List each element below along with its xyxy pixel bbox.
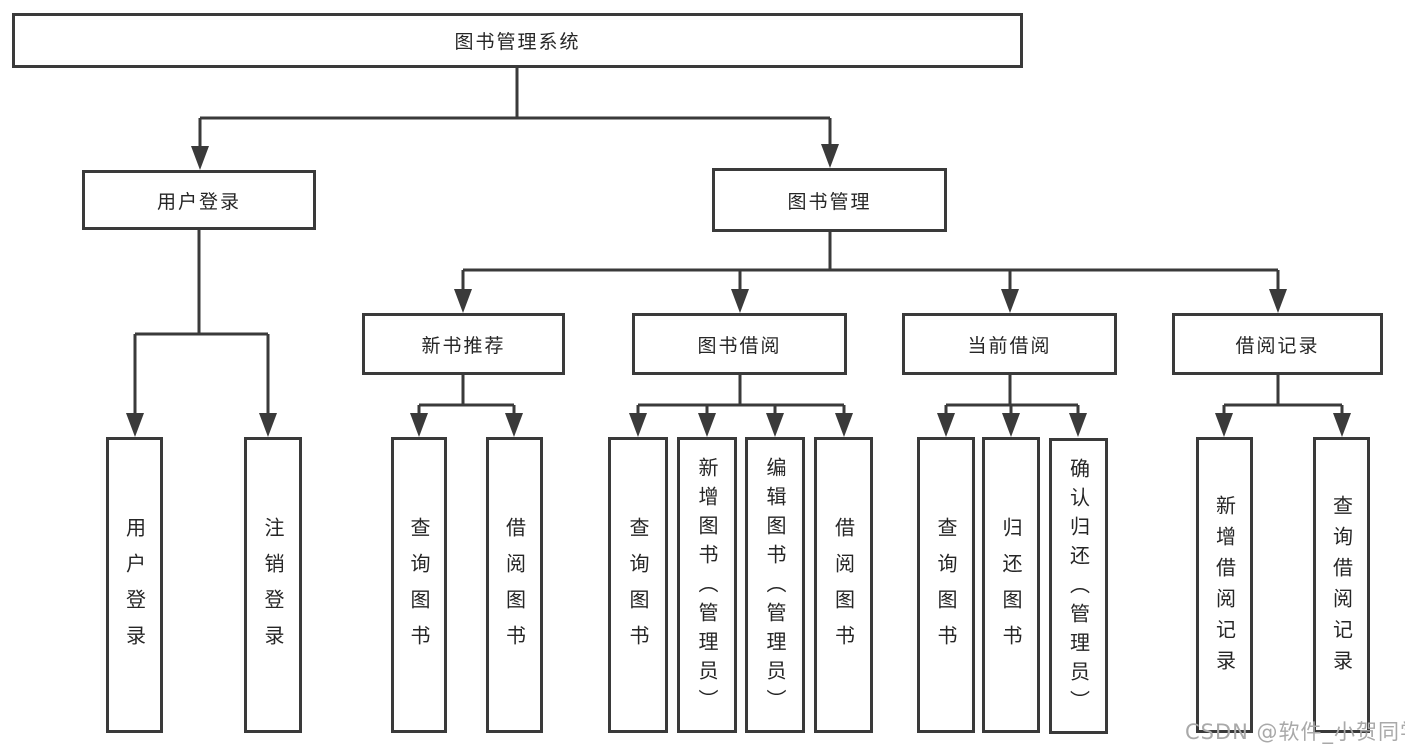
node-library-management-system: 图书管理系统 [12, 13, 1023, 68]
arrowhead-icon [454, 289, 472, 313]
arrowhead-icon [505, 413, 523, 437]
node-label: 确认归还（管理员） [1066, 457, 1091, 719]
arrowheads [126, 144, 1351, 437]
csdn-watermark: CSDN @软件_小贺同学 [1185, 720, 1405, 744]
arrowhead-icon [821, 144, 839, 168]
node-label: 查询借阅记录 [1329, 494, 1354, 681]
node-label: 用户登录 [122, 517, 147, 661]
leaf-logout: 注销登录 [244, 437, 302, 733]
arrowhead-icon [937, 413, 955, 437]
node-label: 用户登录 [156, 190, 241, 213]
leaf-query-borrow-record: 查询借阅记录 [1313, 437, 1370, 733]
leaf-borrow-books-1: 借阅图书 [486, 437, 543, 733]
connector-current-split [944, 375, 1080, 416]
leaf-query-books-3: 查询图书 [917, 437, 975, 733]
leaf-borrow-books-2: 借阅图书 [814, 437, 873, 733]
leaf-confirm-return-admin: 确认归还（管理员） [1049, 438, 1108, 734]
arrowhead-icon [1001, 289, 1019, 313]
node-label: 新增图书（管理员） [695, 456, 719, 718]
arrowhead-icon [698, 413, 716, 437]
arrowhead-icon [410, 413, 428, 437]
arrowhead-icon [835, 413, 853, 437]
node-label: 查询图书 [407, 517, 431, 661]
arrowhead-icon [1215, 413, 1233, 437]
node-book-borrowing: 图书借阅 [632, 313, 847, 375]
node-label: 查询图书 [626, 517, 650, 661]
arrowhead-icon [1069, 413, 1087, 437]
arrowhead-icon [191, 146, 209, 170]
arrowhead-icon [1002, 413, 1020, 437]
arrowhead-icon [126, 413, 144, 437]
arrowhead-icon [1269, 289, 1287, 313]
arrowhead-icon [731, 289, 749, 313]
leaf-query-books-1: 查询图书 [391, 437, 447, 733]
node-label: 编辑图书（管理员） [763, 456, 787, 718]
leaf-return-books: 归还图书 [982, 437, 1040, 733]
connector-new-books-split [417, 375, 516, 416]
arrowhead-icon [766, 413, 784, 437]
node-label: 当前借阅 [967, 334, 1052, 357]
connector-borrow-split [636, 375, 846, 416]
node-label: 归还图书 [999, 517, 1023, 661]
node-label: 借阅记录 [1235, 334, 1320, 357]
node-label: 注销登录 [261, 517, 285, 661]
leaf-query-books-2: 查询图书 [608, 437, 668, 733]
node-label: 图书借阅 [697, 334, 782, 357]
node-label: 新书推荐 [421, 334, 506, 357]
node-label: 图书管理系统 [454, 31, 581, 53]
node-new-book-recommend: 新书推荐 [362, 313, 565, 375]
node-label: 新增借阅记录 [1212, 494, 1237, 681]
arrowhead-icon [1333, 413, 1351, 437]
node-label: 图书管理 [787, 190, 872, 213]
leaf-add-borrow-record: 新增借阅记录 [1196, 437, 1253, 733]
leaf-add-books-admin: 新增图书（管理员） [677, 437, 737, 733]
connector-root-split [198, 68, 832, 150]
leaf-user-login: 用户登录 [106, 437, 163, 733]
arrowhead-icon [259, 413, 277, 437]
node-borrowing-records: 借阅记录 [1172, 313, 1383, 375]
node-label: 查询图书 [934, 517, 958, 661]
node-book-management: 图书管理 [712, 168, 947, 232]
leaf-edit-books-admin: 编辑图书（管理员） [745, 437, 805, 733]
node-label: 借阅图书 [502, 517, 527, 661]
connector-book-mgmt-split [461, 232, 1280, 292]
node-label: 借阅图书 [831, 517, 856, 661]
node-user-login: 用户登录 [82, 170, 316, 230]
connector-records-split [1222, 375, 1344, 416]
connector-user-login-split [133, 230, 270, 416]
arrowhead-icon [629, 413, 647, 437]
node-current-borrowing: 当前借阅 [902, 313, 1117, 375]
